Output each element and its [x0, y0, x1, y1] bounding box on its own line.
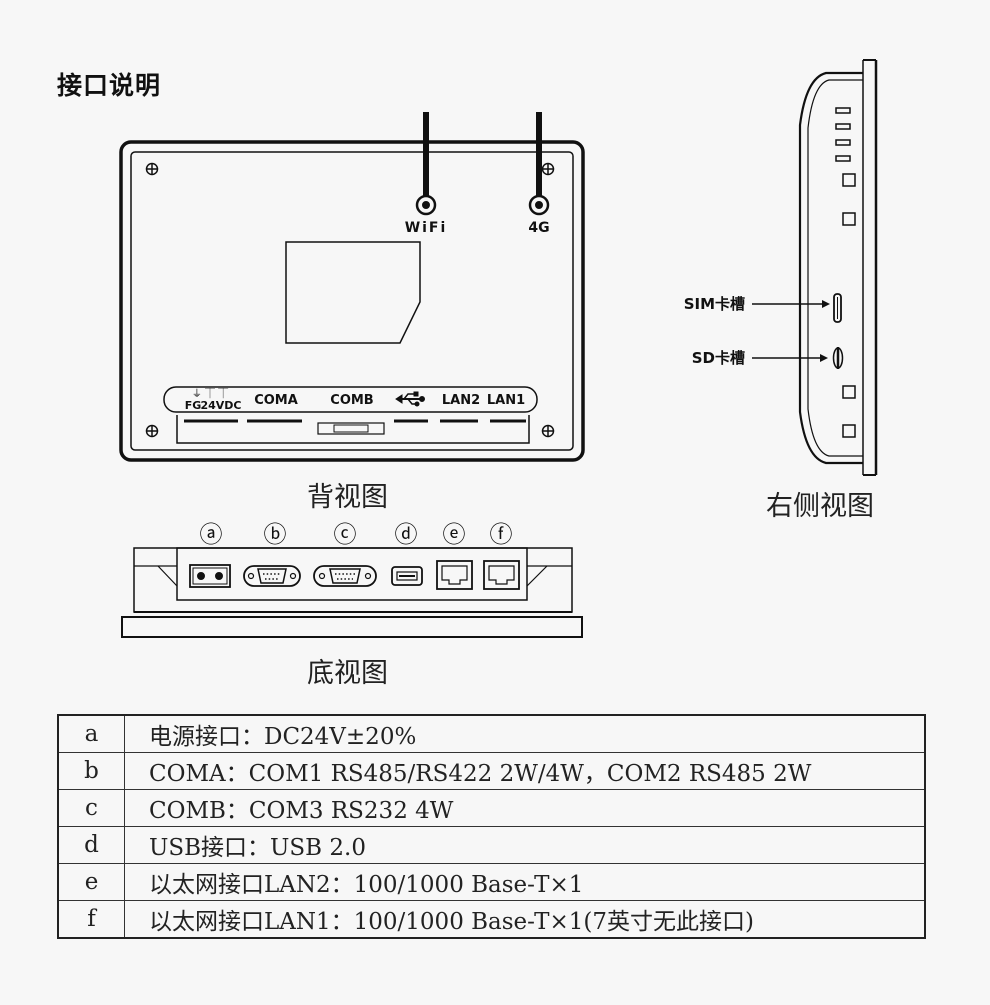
wifi-antenna-base — [415, 194, 437, 216]
comb-db9-port — [313, 565, 377, 587]
port-marker-a: ⓐ — [200, 522, 223, 548]
row-description: USB接口：USB 2.0 — [124, 826, 926, 864]
table-row: f 以太网接口LAN1：100/1000 Base-T×1(7英寸无此接口) — [57, 900, 926, 939]
coma-label: COMA — [254, 393, 298, 408]
back-view-caption: 背视图 — [307, 482, 388, 513]
row-key: e — [57, 863, 125, 901]
fg-label: FG — [185, 399, 202, 412]
port-marker-d: ⓓ — [395, 522, 418, 548]
power-symbols: ⏚ ⏉ ⏉ — [192, 387, 228, 400]
table-row: e 以太网接口LAN2：100/1000 Base-T×1 — [57, 863, 926, 901]
lan1-label: LAN1 — [487, 393, 525, 408]
table-row: a 电源接口：DC24V±20% — [57, 714, 926, 753]
side-view — [752, 59, 878, 476]
port-marker-c: ⓒ — [334, 522, 357, 548]
table-row: b COMA：COM1 RS485/RS422 2W/4W，COM2 RS485… — [57, 752, 926, 790]
lan1-port — [483, 560, 520, 590]
label-area — [285, 241, 421, 344]
sd-slot-label: SD卡槽 — [692, 349, 745, 367]
lan2-port — [436, 560, 473, 590]
interface-drawing: WiFi 4G ⏚ ⏉ ⏉ FG 24VDC COMA COMB LAN2 LA… — [119, 59, 878, 638]
back-panel-inner — [130, 151, 574, 451]
4g-label: 4G — [528, 220, 549, 236]
table-row: d USB接口：USB 2.0 — [57, 826, 926, 864]
port-label-strip — [163, 386, 538, 413]
wifi-antenna-pin — [422, 201, 430, 209]
row-key: f — [57, 900, 125, 939]
usb-icon — [395, 391, 425, 407]
row-key: b — [57, 752, 125, 790]
row-description: COMB：COM3 RS232 4W — [124, 789, 926, 827]
4g-antenna-pin — [535, 201, 543, 209]
screw-icon — [541, 162, 555, 176]
row-key: d — [57, 826, 125, 864]
24vdc-label: 24VDC — [200, 399, 241, 412]
row-description: COMA：COM1 RS485/RS422 2W/4W，COM2 RS485 2… — [124, 752, 926, 790]
screw-icon — [145, 162, 159, 176]
lan2-label: LAN2 — [442, 393, 480, 408]
side-view-caption: 右侧视图 — [766, 491, 874, 522]
page-title: 接口说明 — [57, 71, 162, 100]
row-description: 电源接口：DC24V±20% — [124, 714, 926, 753]
bottom-view-caption: 底视图 — [307, 658, 388, 689]
port-marker-f: ⓕ — [490, 522, 513, 548]
bottom-view — [121, 547, 583, 638]
port-marker-b: ⓑ — [264, 522, 287, 548]
coma-db9-port — [243, 565, 301, 587]
row-key: c — [57, 789, 125, 827]
table-row: c COMB：COM3 RS232 4W — [57, 789, 926, 827]
usb-port — [391, 566, 423, 586]
power-terminal-port — [189, 564, 231, 588]
back-view — [119, 112, 585, 462]
screw-icon — [145, 424, 159, 438]
sim-slot-label: SIM卡槽 — [684, 295, 745, 313]
back-panel-outer — [119, 140, 585, 462]
screw-icon — [541, 424, 555, 438]
sim-slot — [833, 293, 842, 323]
interface-spec-table: a 电源接口：DC24V±20% b COMA：COM1 RS485/RS422… — [57, 714, 926, 939]
port-recess — [176, 415, 530, 444]
row-description: 以太网接口LAN2：100/1000 Base-T×1 — [124, 863, 926, 901]
row-description: 以太网接口LAN1：100/1000 Base-T×1(7英寸无此接口) — [124, 900, 926, 939]
4g-antenna-base — [528, 194, 550, 216]
wifi-label: WiFi — [405, 220, 448, 236]
row-key: a — [57, 714, 125, 753]
comb-label: COMB — [330, 393, 373, 408]
port-marker-e: ⓔ — [443, 522, 466, 548]
